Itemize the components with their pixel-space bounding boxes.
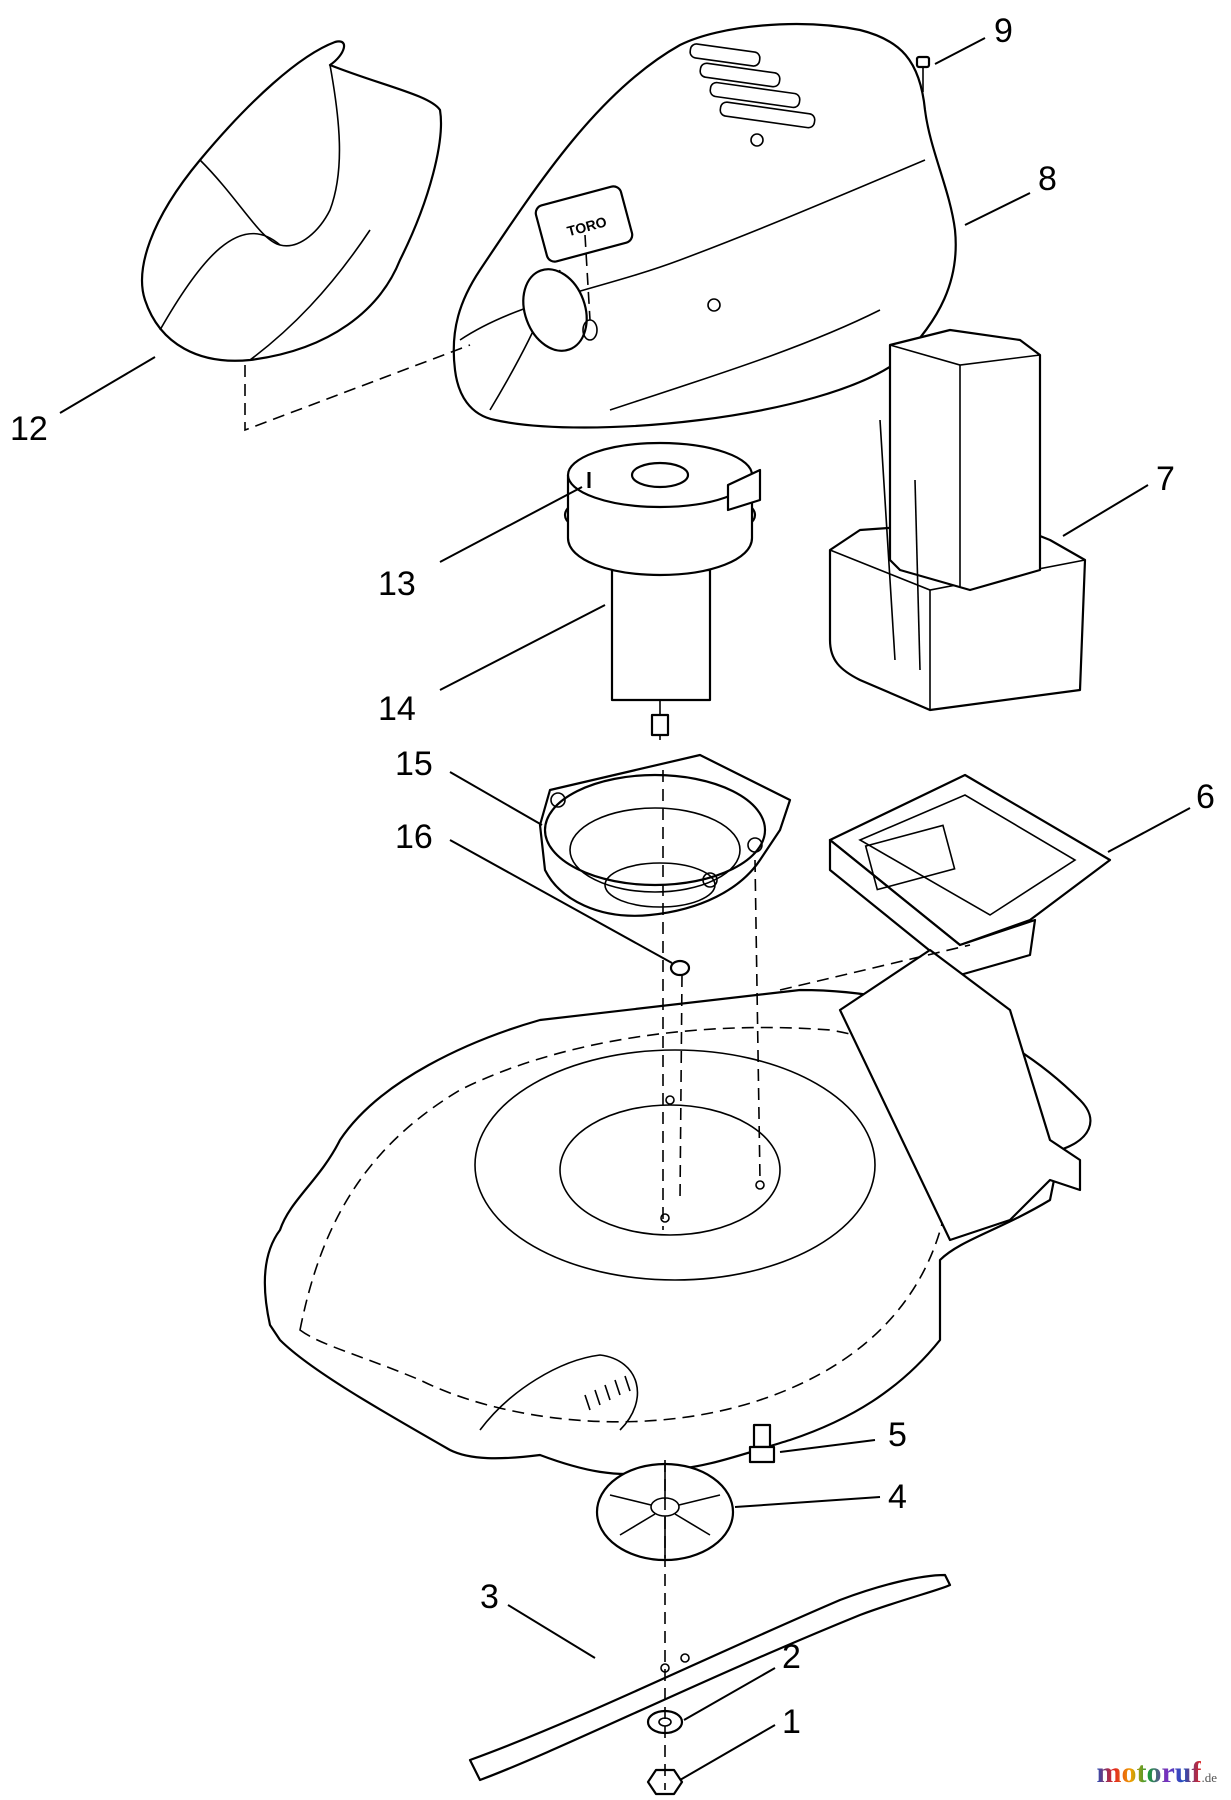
callout-labels: 1 2 3 4 5 6 7 8 9 12 13 14 15 16	[10, 12, 1215, 1741]
callout-2: 2	[782, 1638, 801, 1676]
part-6-battery-tray	[828, 773, 1112, 977]
leader-13	[439, 486, 583, 563]
leader-9	[934, 37, 986, 65]
callout-8: 8	[1038, 160, 1057, 198]
leader-2	[683, 1667, 776, 1721]
part-14-motor	[563, 441, 762, 740]
leader-7	[1062, 484, 1149, 537]
watermark-text: motoruf	[1096, 1756, 1201, 1789]
part-7-battery	[828, 328, 1087, 712]
callout-12: 12	[10, 410, 48, 448]
watermark-suffix: .de	[1201, 1770, 1217, 1785]
leader-6	[1107, 807, 1191, 853]
leader-14	[439, 604, 606, 691]
leader-12	[59, 356, 156, 414]
callout-3: 3	[480, 1578, 499, 1616]
leader-15	[449, 771, 543, 826]
callout-5: 5	[888, 1416, 907, 1454]
leader-3	[507, 1604, 596, 1659]
watermark-main: motoruf	[1096, 1756, 1202, 1789]
watermark-logo: motoruf.de	[1096, 1756, 1217, 1790]
mower-deck	[263, 948, 1092, 1476]
part-9-screw	[915, 55, 931, 92]
part-8-hood: TORO	[452, 23, 957, 429]
callout-7: 7	[1156, 460, 1175, 498]
part-16-nut	[669, 959, 691, 977]
part-12-bag-cover	[141, 40, 443, 362]
leader-8	[964, 192, 1031, 226]
callout-9: 9	[994, 12, 1013, 50]
leader-5	[779, 1439, 876, 1453]
part-3-blade	[468, 1573, 952, 1782]
part-15-motor-mount	[538, 753, 792, 917]
part-5-bolt	[748, 1423, 776, 1464]
assembly-centerlines	[244, 234, 971, 1790]
leader-4	[734, 1496, 881, 1508]
watermark-letters: motoruf	[1096, 1756, 1201, 1789]
deck-vents	[584, 1375, 631, 1411]
callout-13: 13	[378, 565, 416, 603]
callout-16: 16	[395, 818, 433, 856]
leader-1	[679, 1724, 776, 1781]
leader-16	[449, 839, 673, 964]
callout-14: 14	[378, 690, 416, 728]
callout-1: 1	[782, 1703, 801, 1741]
leader-lines	[59, 37, 1191, 1781]
callout-6: 6	[1196, 778, 1215, 816]
part-1-nut	[646, 1768, 684, 1796]
callout-4: 4	[888, 1478, 907, 1516]
callout-15: 15	[395, 745, 433, 783]
